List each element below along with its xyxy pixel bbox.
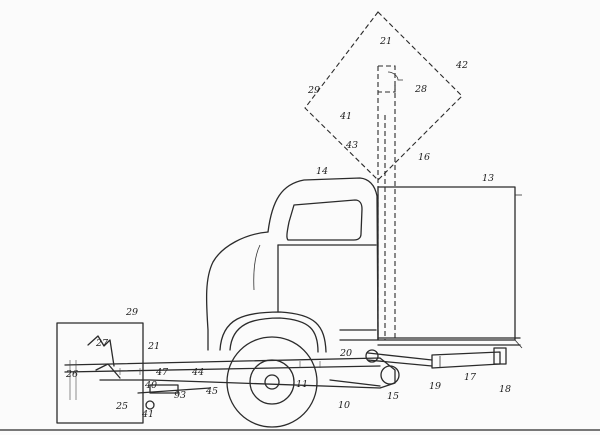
label-29-low: 29 <box>125 307 138 318</box>
label-10: 10 <box>338 400 350 411</box>
label-27: 27 <box>95 338 109 349</box>
lift-platform <box>56 322 211 424</box>
label-43: 43 <box>345 140 358 151</box>
label-28: 28 <box>414 84 427 95</box>
label-45: 45 <box>205 386 218 397</box>
label-13: 13 <box>482 173 494 184</box>
label-42: 42 <box>455 60 468 71</box>
label-18: 18 <box>499 384 511 395</box>
label-40: 40 <box>144 380 157 391</box>
label-26: 26 <box>65 369 78 380</box>
hydraulic-cylinder <box>365 347 507 369</box>
chassis-frame <box>64 357 400 389</box>
label-17: 17 <box>464 372 477 383</box>
label-29-top: 29 <box>307 85 320 96</box>
label-14: 14 <box>316 166 328 177</box>
truck-cab <box>205 177 379 353</box>
label-16: 16 <box>418 152 430 163</box>
label-47: 47 <box>155 367 169 378</box>
label-93: 93 <box>174 390 186 401</box>
label-21-low: 21 <box>147 341 160 352</box>
label-19: 19 <box>429 381 441 392</box>
reference-labels: 21 42 28 29 41 43 16 14 13 29 27 21 20 2… <box>65 36 511 420</box>
label-15: 15 <box>387 391 399 402</box>
cargo-box <box>377 186 523 349</box>
label-41: 41 <box>339 111 352 122</box>
label-11: 11 <box>296 379 308 390</box>
label-25: 25 <box>115 401 128 412</box>
label-20: 20 <box>339 348 352 359</box>
label-41-low: 41 <box>141 409 154 420</box>
label-21-top: 21 <box>379 36 392 47</box>
raised-position-outline <box>304 11 463 340</box>
label-44: 44 <box>191 367 204 378</box>
